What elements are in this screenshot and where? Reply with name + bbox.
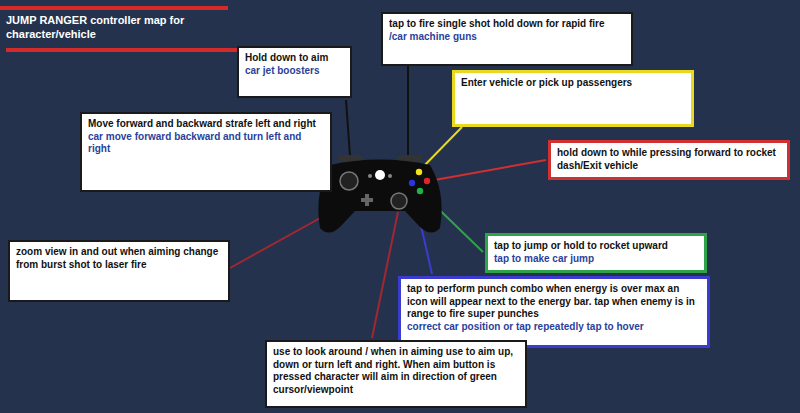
control-text: hold down to while pressing forward to r…: [557, 147, 781, 172]
control-text: use to look around / when in aiming use …: [273, 346, 519, 396]
vehicle-text: /car machine guns: [389, 31, 477, 42]
control-text: tap to fire single shot hold down for ra…: [389, 18, 625, 31]
control-text: Hold down to aim: [245, 52, 344, 65]
control-text: tap to jump or hold to rocket upward: [494, 240, 698, 253]
callout-box: Hold down to aimcar jet boosters: [237, 46, 352, 98]
callout-box: tap to perform punch combo when energy i…: [398, 276, 710, 348]
callout-box: tap to jump or hold to rocket upwardtap …: [485, 233, 707, 273]
control-text: Enter vehicle or pick up passengers: [461, 77, 685, 90]
vehicle-text: correct car position or tap repeatedly t…: [407, 321, 701, 334]
title-bar: [0, 6, 228, 10]
callout-box: use to look around / when in aiming use …: [265, 340, 527, 408]
title-bar: [6, 48, 246, 52]
gamepad: [318, 155, 441, 233]
vehicle-text: car move forward backward and turn left …: [88, 131, 324, 156]
callout-box: Move forward and backward strafe left an…: [80, 112, 332, 192]
callout-box: tap to fire single shot hold down for ra…: [381, 12, 633, 66]
vehicle-text: tap to make car jump: [494, 253, 698, 266]
control-text: tap to perform punch combo when energy i…: [407, 283, 701, 321]
control-text: Move forward and backward strafe left an…: [88, 118, 324, 131]
callout-box: Enter vehicle or pick up passengers: [452, 70, 694, 127]
callout-box: hold down to while pressing forward to r…: [548, 140, 790, 180]
vehicle-text: car jet boosters: [245, 65, 344, 78]
title: JUMP RANGER controller map for character…: [6, 13, 231, 42]
control-text: zoom view in and out when aiming change …: [16, 246, 222, 271]
callout-box: zoom view in and out when aiming change …: [8, 240, 230, 302]
